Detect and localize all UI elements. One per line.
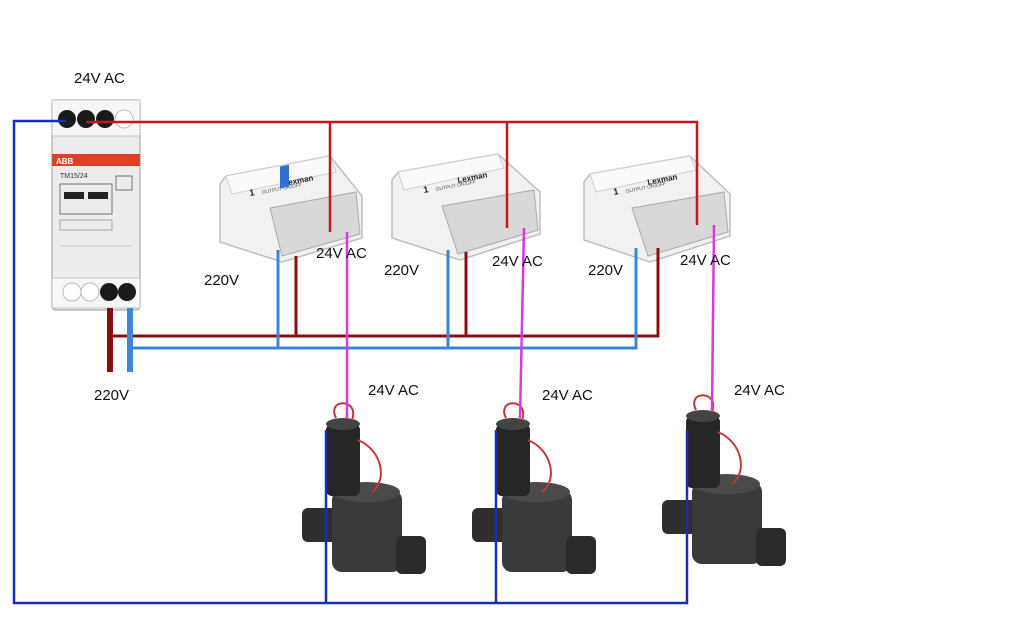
eac-mark-icon — [115, 175, 133, 191]
terminal-slot — [280, 164, 289, 189]
label-valve-3: 24V AC — [734, 382, 785, 399]
wire-mains-live — [110, 248, 660, 338]
wire-mains-neutral — [130, 248, 638, 350]
wire-24v-hot — [86, 120, 699, 225]
relay-module-1: Lexman 1 OUTPUT ON/OFF — [219, 155, 363, 263]
solenoid-valve-1 — [302, 402, 426, 574]
relay-module-2: Lexman 1 OUTPUT ON/OFF — [391, 153, 541, 261]
label-module-2-mains: 220V — [384, 262, 420, 279]
terminal-screw-icon — [58, 110, 76, 128]
label-transformer-input: 220V — [94, 387, 130, 404]
wire-valve-feed-3 — [710, 224, 716, 411]
transformer-brand: ABB — [56, 157, 74, 166]
terminal-screw-icon — [96, 110, 114, 128]
wire-valve-feed-2 — [518, 227, 526, 419]
terminal-screw-icon — [80, 282, 100, 302]
solenoid-valve-2 — [472, 402, 596, 574]
module-number: 1 — [422, 184, 429, 195]
label-valve-2: 24V AC — [542, 387, 593, 404]
label-transformer-output: 24V AC — [74, 70, 125, 87]
terminal-screw-icon — [77, 110, 95, 128]
terminal-screw-icon — [118, 283, 136, 301]
transformer: ABB TM15/24 — [51, 99, 141, 311]
label-module-1-mains: 220V — [204, 272, 240, 289]
terminal-screw-icon — [100, 283, 118, 301]
label-module-1-output: 24V AC — [316, 245, 367, 262]
label-module-3-output: 24V AC — [680, 252, 731, 269]
wire-24v-common — [12, 119, 689, 605]
terminal-screw-icon — [62, 282, 82, 302]
module-number: 1 — [612, 186, 619, 197]
module-number: 1 — [248, 187, 255, 198]
label-module-2-output: 24V AC — [492, 253, 543, 270]
solenoid-valve-3 — [662, 394, 786, 566]
transformer-model: TM15/24 — [60, 173, 88, 180]
label-valve-1: 24V AC — [368, 382, 419, 399]
relay-module-3: Lexman 1 OUTPUT ON/OFF — [583, 155, 731, 263]
terminal-screw-icon — [114, 109, 134, 129]
label-module-3-mains: 220V — [588, 262, 624, 279]
